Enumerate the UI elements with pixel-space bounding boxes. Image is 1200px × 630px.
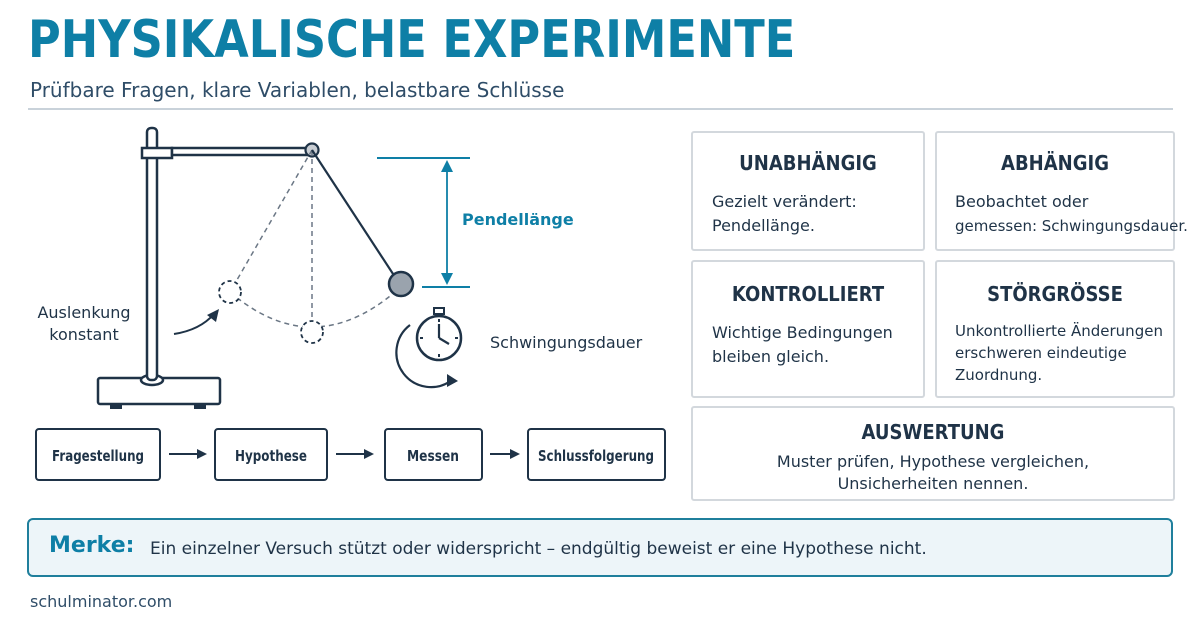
- pendulum-diagram: Pendellänge Auslenkung konstant Schwingu…: [35, 126, 666, 481]
- amplitude-arrow: [173, 313, 215, 335]
- period-label: Schwingungsdauer: [490, 333, 643, 352]
- process-step-2: [214, 428, 328, 481]
- card-independent-title: UNABHÄNGIG: [739, 151, 877, 175]
- card-evaluation-line2: Unsicherheiten nennen.: [837, 474, 1029, 493]
- process-step-3-label: Messen: [407, 447, 459, 465]
- card-evaluation-title: AUSWERTUNG: [861, 420, 1005, 444]
- ghost-bob-center: [300, 320, 324, 344]
- stand-arm: [170, 146, 312, 157]
- process-step-1-label: Fragestellung: [52, 447, 144, 465]
- dashed-string-left: [229, 149, 313, 293]
- note-label: Merke:: [49, 533, 135, 558]
- amplitude-label-line2: konstant: [49, 325, 118, 344]
- card-confounder-line3: Zuordnung.: [955, 366, 1043, 384]
- process-step-4: [527, 428, 666, 481]
- process-step-3: [384, 428, 483, 481]
- stand-foot-left: [110, 404, 122, 409]
- pendulum-string: [311, 149, 398, 281]
- card-confounder-line1: Unkontrollierte Änderungen: [955, 322, 1163, 340]
- card-dependent-line2: gemessen: Schwingungsdauer.: [955, 217, 1188, 235]
- card-confounder-title: STÖRGRÖSSE: [987, 282, 1123, 306]
- pendulum-bob: [387, 270, 415, 298]
- process-step-4-label: Schlussfolgerung: [538, 447, 654, 465]
- card-dependent-title: ABHÄNGIG: [1001, 151, 1109, 175]
- page-subtitle: Prüfbare Fragen, klare Variablen, belast…: [30, 78, 565, 102]
- stand-clamp: [140, 146, 174, 160]
- process-step-2-label: Hypothese: [235, 447, 307, 465]
- stand-foot-right: [194, 404, 206, 409]
- card-controlled-line2: bleiben gleich.: [712, 347, 830, 366]
- length-arrow-top: [441, 160, 453, 172]
- card-controlled-line1: Wichtige Bedingungen: [712, 323, 893, 342]
- card-confounder-line2: erschweren eindeutige: [955, 344, 1127, 362]
- process-step-1: [35, 428, 161, 481]
- length-arrow-bottom: [441, 273, 453, 285]
- card-controlled-title: KONTROLLIERT: [731, 282, 885, 306]
- page-title: PHYSIKALISCHE EXPERIMENTE: [28, 10, 796, 70]
- note-text: Ein einzelner Versuch stützt oder widers…: [150, 539, 927, 559]
- note-box: Merke: Ein einzelner Versuch stützt oder…: [27, 518, 1173, 577]
- stand-rod: [145, 126, 159, 382]
- card-dependent: ABHÄNGIG Beobachtet oder gemessen: Schwi…: [935, 131, 1188, 251]
- card-independent-line2: Pendellänge.: [712, 216, 815, 235]
- card-independent: UNABHÄNGIG Gezielt verändert: Pendelläng…: [691, 131, 925, 251]
- card-confounder: STÖRGRÖSSE Unkontrollierte Änderungen er…: [935, 260, 1175, 398]
- amplitude-arrowhead: [207, 309, 219, 322]
- card-independent-line1: Gezielt verändert:: [712, 192, 857, 211]
- amplitude-label-line1: Auslenkung: [37, 303, 130, 322]
- card-controlled: KONTROLLIERT Wichtige Bedingungen bleibe…: [691, 260, 925, 398]
- header-divider: [28, 108, 1173, 110]
- card-evaluation-line1: Muster prüfen, Hypothese vergleichen,: [776, 452, 1090, 471]
- length-label: Pendellänge: [462, 210, 574, 229]
- ghost-bob-left: [218, 280, 242, 304]
- card-dependent-line1: Beobachtet oder: [955, 192, 1089, 211]
- footer-site: schulminator.com: [30, 592, 173, 611]
- stopwatch-icon: [395, 307, 463, 389]
- card-evaluation: AUSWERTUNG Muster prüfen, Hypothese verg…: [691, 406, 1175, 501]
